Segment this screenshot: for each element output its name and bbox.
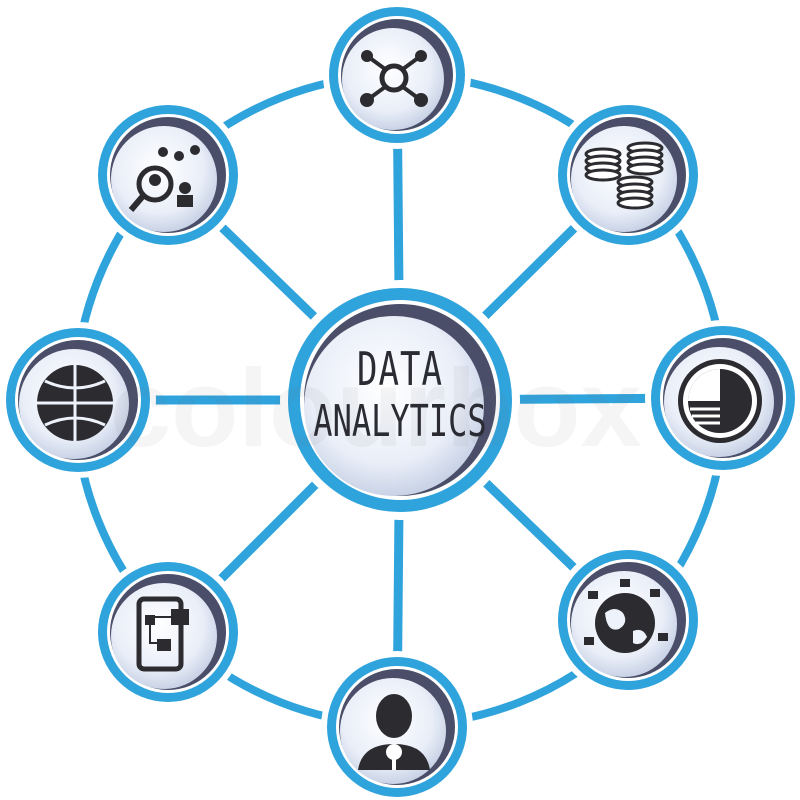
node-people-search [92, 99, 244, 251]
node-pie-chart [645, 320, 800, 476]
center-title-line1: DATA [357, 343, 443, 397]
node-tablet-flowchart [92, 556, 244, 708]
center-node [280, 280, 520, 520]
node-database-stacks [552, 99, 704, 251]
globe-chat-icon [584, 579, 668, 653]
tablet-flowchart-icon [136, 596, 189, 672]
user-search-icon [358, 694, 430, 770]
node-globe-network [0, 322, 156, 478]
node-user-search [321, 651, 473, 800]
people-search-icon [128, 145, 200, 212]
network-nodes-icon [360, 50, 428, 107]
center-title-line2: ANALYTICS [313, 395, 487, 447]
node-network-nodes [323, 1, 471, 149]
pie-chart-icon [678, 359, 762, 443]
database-stacks-icon [584, 141, 664, 210]
globe-network-icon [37, 365, 113, 441]
node-globe-chat [552, 544, 704, 696]
